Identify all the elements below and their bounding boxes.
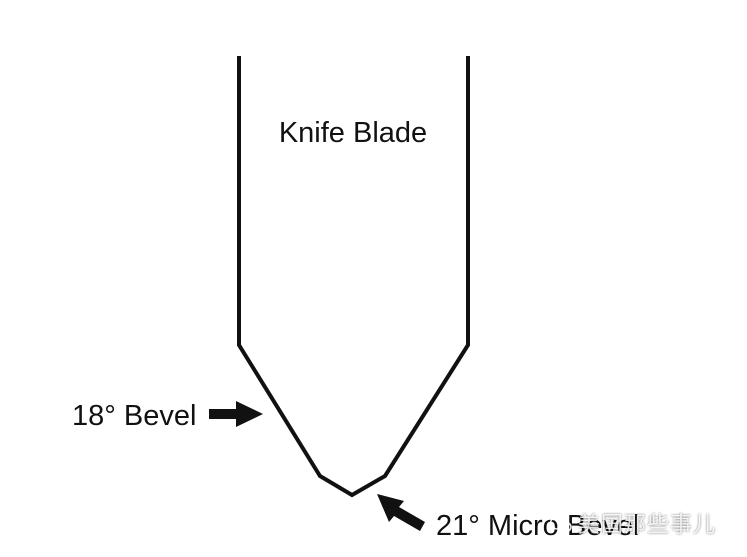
watermark-text: 美国那些事儿 [578, 513, 717, 538]
wechat-icon [550, 516, 572, 533]
bevel-18-arrow [209, 401, 263, 427]
blade-outline [237, 56, 470, 498]
micro-bevel-arrow [377, 494, 425, 531]
watermark: 美国那些事儿 [550, 507, 716, 539]
micro-bevel-21-label: 21° Micro Bevel [436, 510, 639, 542]
bevel-18-label: 18° Bevel [72, 400, 196, 432]
blade-label: Knife Blade [279, 117, 427, 149]
